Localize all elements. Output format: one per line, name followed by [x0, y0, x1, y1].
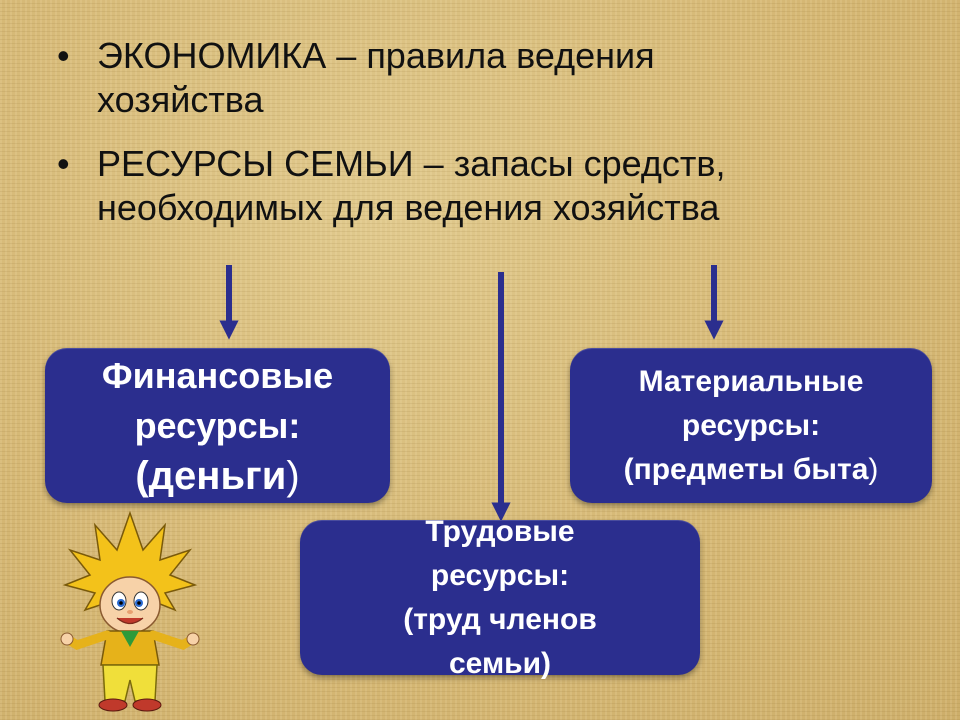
- bullet-family-resources: • РЕСУРСЫ СЕМЬИ – запасы средств, необхо…: [55, 142, 935, 230]
- financial-example-text: (деньги: [135, 453, 287, 498]
- bullet-economics-line2: хозяйства: [97, 79, 264, 120]
- material-example: (предметы быта): [624, 448, 879, 492]
- material-subtitle: ресурсы:: [681, 408, 821, 442]
- material-resources-box: Материальные ресурсы: (предметы быта): [570, 348, 932, 503]
- labor-resources-box: Трудовые ресурсы: (труд членов семьи): [300, 515, 700, 680]
- bullet-economics: • ЭКОНОМИКА – правила ведения хозяйства: [55, 34, 935, 122]
- financial-title: Финансовые: [101, 354, 334, 396]
- bullet-family-resources-line1: РЕСУРСЫ СЕМЬИ – запасы средств,: [97, 143, 726, 184]
- financial-subtitle: ресурсы:: [134, 404, 301, 446]
- labor-title: Трудовые: [425, 514, 575, 548]
- bullet-dot-icon: •: [57, 143, 70, 184]
- material-example-text: (предметы быта: [623, 452, 869, 486]
- cartoon-character-illustration: [60, 510, 200, 712]
- financial-resources-box: Финансовые ресурсы: (деньги): [45, 348, 390, 503]
- labor-subtitle: ресурсы:: [430, 558, 570, 592]
- material-title: Материальные: [638, 364, 864, 398]
- bullet-economics-line1: ЭКОНОМИКА – правила ведения: [97, 35, 655, 76]
- financial-example: (деньги): [135, 451, 299, 501]
- labor-example-line2: семьи): [448, 646, 552, 680]
- bullet-family-resources-line2: необходимых для ведения хозяйства: [97, 187, 720, 228]
- financial-example-close: ): [286, 453, 300, 498]
- bullet-dot-icon: •: [57, 35, 70, 76]
- labor-example-line1: (труд членов: [403, 602, 597, 636]
- definition-list: • ЭКОНОМИКА – правила ведения хозяйства …: [55, 34, 935, 250]
- material-example-close: ): [868, 452, 879, 486]
